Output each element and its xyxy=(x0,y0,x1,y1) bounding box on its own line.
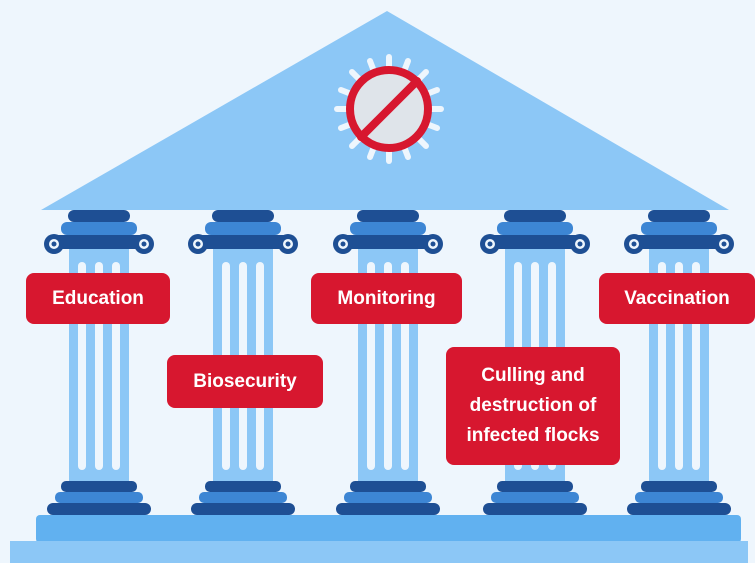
column-volute-dot xyxy=(577,241,583,247)
column-plinth xyxy=(47,503,151,515)
column-volute-dot xyxy=(430,241,436,247)
column-capital-scroll xyxy=(631,235,727,249)
column-base-band xyxy=(199,492,287,503)
column-base-ring xyxy=(497,481,573,492)
column-volute-dot xyxy=(51,241,57,247)
column-base-band xyxy=(55,492,143,503)
pillar-label-culling: Culling and destruction of infected floc… xyxy=(446,347,620,465)
column-capital-band xyxy=(205,222,281,235)
column-capital-band xyxy=(61,222,137,235)
column-capital-scroll xyxy=(487,235,583,249)
column-capital-band xyxy=(350,222,426,235)
pillar-label-vaccination: Vaccination xyxy=(599,273,755,324)
temple-base-bottom xyxy=(10,541,748,563)
column-volute-dot xyxy=(141,241,147,247)
column-base-ring xyxy=(61,481,137,492)
column-plinth xyxy=(191,503,295,515)
column-base-band xyxy=(491,492,579,503)
column-capital-scroll xyxy=(51,235,147,249)
column-base-ring xyxy=(205,481,281,492)
column-volute-dot xyxy=(285,241,291,247)
no-virus-icon xyxy=(334,54,444,164)
temple-base-top xyxy=(36,515,741,543)
column-volute-dot xyxy=(340,241,346,247)
column-capital-band xyxy=(497,222,573,235)
column-capital-top xyxy=(68,210,130,222)
pillar-label-monitoring: Monitoring xyxy=(311,273,462,324)
column-volute-dot xyxy=(487,241,493,247)
column-base-band xyxy=(635,492,723,503)
column-volute-dot xyxy=(721,241,727,247)
column-capital-top xyxy=(357,210,419,222)
pillar-label-education: Education xyxy=(26,273,170,324)
column-plinth xyxy=(336,503,440,515)
column-plinth xyxy=(627,503,731,515)
column xyxy=(624,210,734,515)
column-capital-scroll xyxy=(340,235,436,249)
column-base-ring xyxy=(641,481,717,492)
column-capital-band xyxy=(641,222,717,235)
column xyxy=(333,210,443,515)
column-capital-top xyxy=(648,210,710,222)
column-capital-scroll xyxy=(195,235,291,249)
column-volute-dot xyxy=(631,241,637,247)
column-plinth xyxy=(483,503,587,515)
column-capital-top xyxy=(504,210,566,222)
column xyxy=(44,210,154,515)
pillar-label-biosecurity: Biosecurity xyxy=(167,355,323,408)
column-base-band xyxy=(344,492,432,503)
column-volute-dot xyxy=(195,241,201,247)
column-capital-top xyxy=(212,210,274,222)
column-base-ring xyxy=(350,481,426,492)
